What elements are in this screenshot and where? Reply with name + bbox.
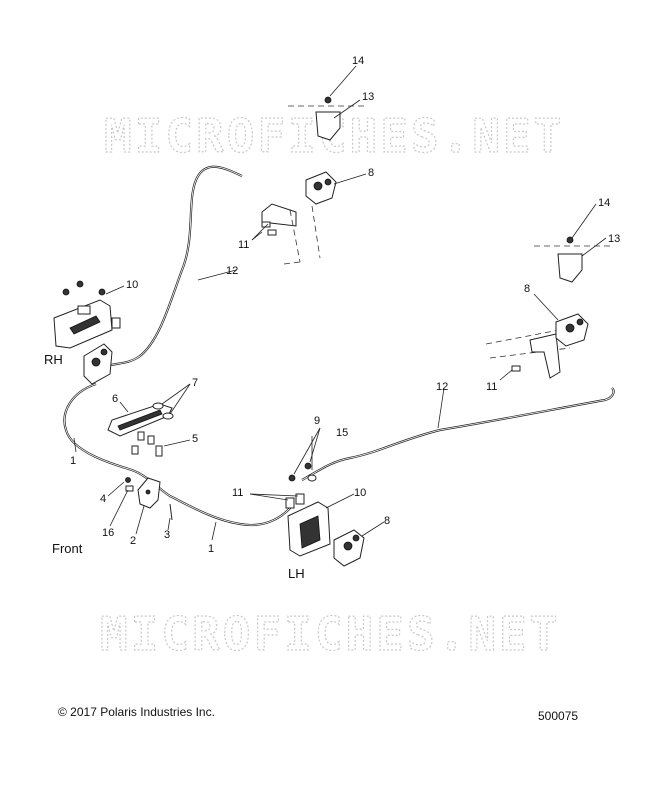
clips-7 bbox=[152, 402, 174, 420]
callout-8-upper: 8 bbox=[368, 167, 374, 179]
callout-14-upper: 14 bbox=[352, 55, 364, 67]
copyright-text: © 2017 Polaris Industries Inc. bbox=[58, 705, 215, 719]
callout-8-lh: 8 bbox=[384, 515, 390, 527]
frame-upper bbox=[261, 203, 321, 265]
hardware-5 bbox=[131, 431, 163, 457]
callout-12-rh: 12 bbox=[226, 265, 238, 277]
callout-2: 2 bbox=[130, 535, 136, 547]
callout-12-lh: 12 bbox=[436, 381, 448, 393]
callout-1-bottom: 1 bbox=[208, 543, 214, 555]
leader-lines bbox=[73, 65, 607, 541]
callout-8-right: 8 bbox=[524, 283, 530, 295]
callout-6: 6 bbox=[112, 393, 118, 405]
latch-bracket-10-lh bbox=[285, 493, 331, 557]
callout-14-right: 14 bbox=[598, 197, 610, 209]
callout-11-lh: 11 bbox=[232, 487, 243, 499]
hardware-9-15 bbox=[288, 462, 317, 482]
callout-16: 16 bbox=[102, 527, 114, 539]
cable-12-rh bbox=[103, 165, 243, 369]
cable-12-lh bbox=[301, 387, 615, 481]
callout-1-left: 1 bbox=[70, 455, 76, 467]
cable-1 bbox=[63, 382, 293, 527]
part-16 bbox=[125, 485, 134, 492]
bracket-2 bbox=[137, 477, 161, 509]
callout-11-upper: 11 bbox=[238, 239, 249, 251]
watermark-bottom: MICROFICHES.NET bbox=[100, 607, 560, 661]
callout-13-upper: 13 bbox=[362, 91, 374, 103]
pin-3 bbox=[169, 503, 173, 521]
callout-15: 15 bbox=[336, 427, 348, 439]
diagram-number: 500075 bbox=[538, 709, 578, 723]
callout-7: 7 bbox=[192, 377, 198, 389]
bracket-13-upper bbox=[288, 96, 368, 141]
label-front: Front bbox=[52, 541, 83, 556]
latch-8-right bbox=[555, 313, 589, 347]
clip-4 bbox=[125, 477, 131, 483]
latch-8-lh bbox=[333, 529, 365, 567]
callout-4: 4 bbox=[100, 493, 106, 505]
label-lh: LH bbox=[288, 566, 305, 581]
latch-8-rh bbox=[83, 343, 113, 385]
latch-bracket-10-rh bbox=[53, 280, 121, 349]
label-rh: RH bbox=[44, 352, 63, 367]
callouts: 14 13 8 11 12 10 14 13 8 12 11 7 6 5 1 4… bbox=[70, 55, 620, 555]
callout-3: 3 bbox=[164, 529, 170, 541]
callout-11-right: 11 bbox=[486, 381, 497, 393]
bracket-13-right bbox=[534, 236, 614, 283]
release-handle-6 bbox=[107, 403, 173, 437]
callout-13-right: 13 bbox=[608, 233, 620, 245]
latch-8-upper bbox=[305, 171, 337, 205]
callout-10-rh: 10 bbox=[126, 279, 138, 291]
callout-10-lh: 10 bbox=[354, 487, 366, 499]
frame-right bbox=[485, 325, 581, 379]
callout-5: 5 bbox=[192, 433, 198, 445]
callout-9: 9 bbox=[314, 415, 320, 427]
